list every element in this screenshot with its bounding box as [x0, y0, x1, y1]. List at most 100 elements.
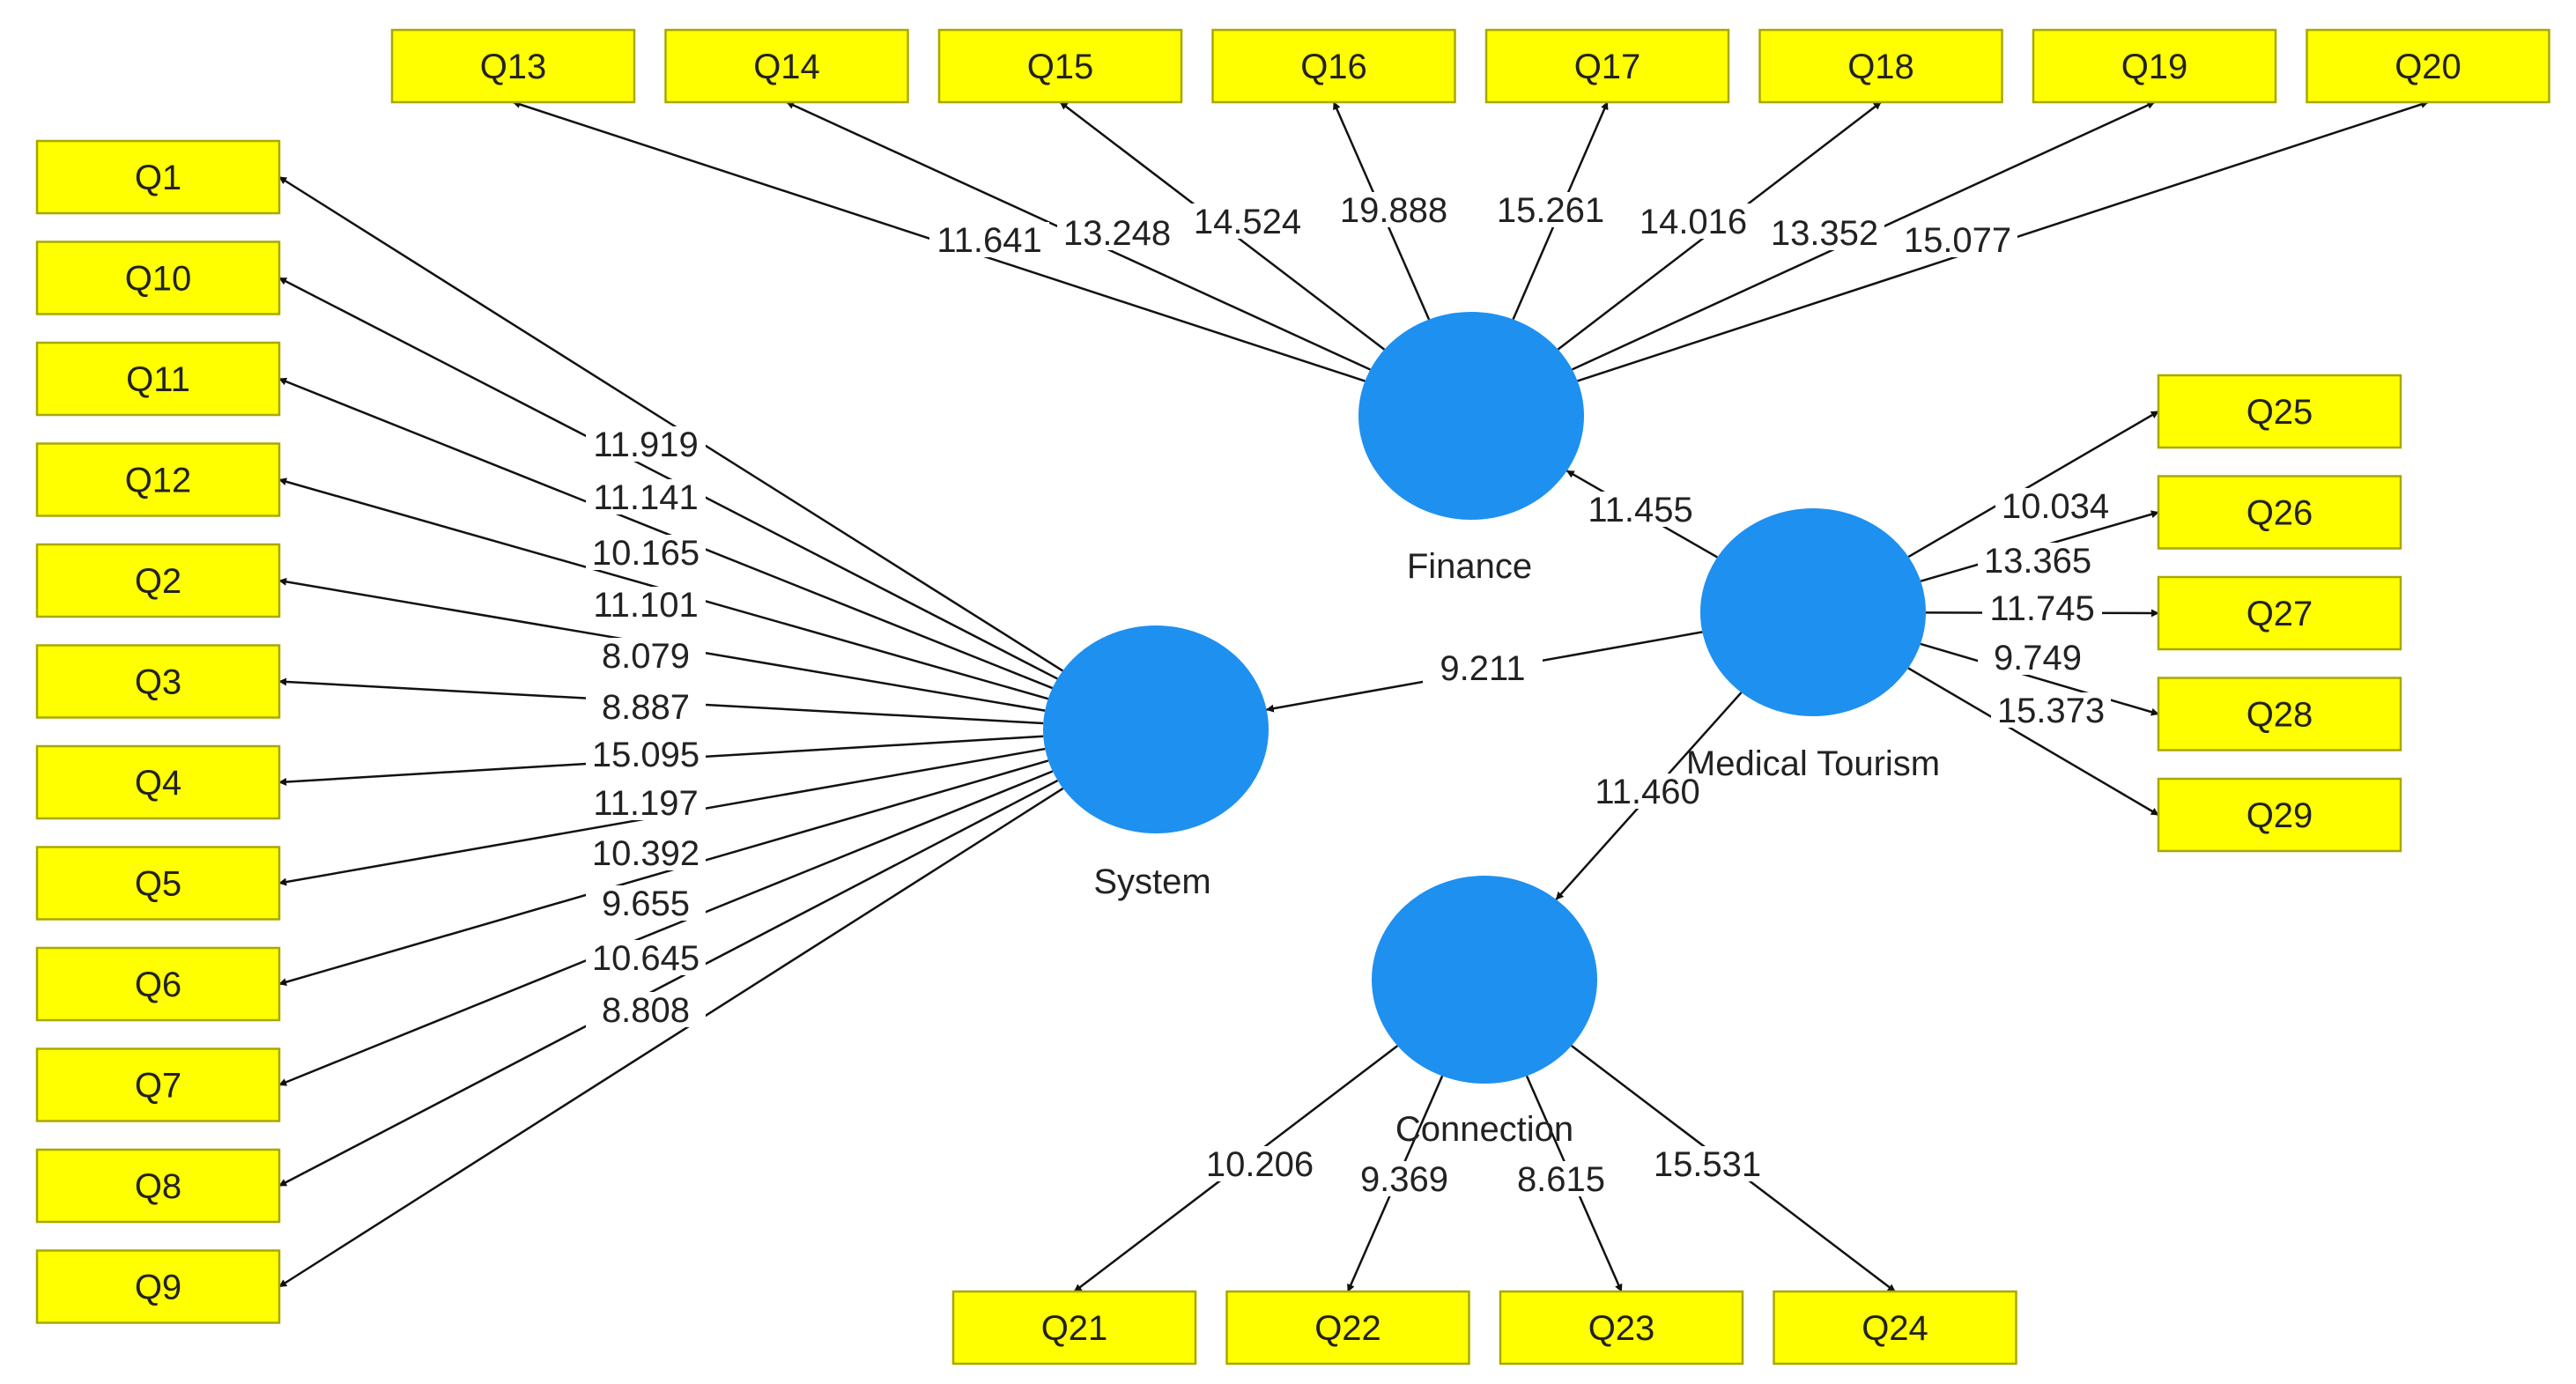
indicator-q29[interactable]: Q29 [2157, 777, 2402, 853]
indicator-box[interactable] [1225, 1290, 1470, 1365]
indicator-q8[interactable]: Q8 [35, 1148, 281, 1224]
indicator-box[interactable] [35, 543, 281, 618]
path-arrow-system-to-q8 [278, 779, 1059, 1188]
indicator-q5[interactable]: Q5 [35, 846, 281, 921]
indicator-q21[interactable]: Q21 [951, 1290, 1197, 1365]
indicator-q7[interactable]: Q7 [35, 1047, 281, 1122]
latent-finance[interactable]: Finance [1358, 312, 1584, 586]
indicator-label: Q10 [125, 260, 192, 299]
indicator-label: Q29 [2247, 796, 2313, 835]
indicator-box[interactable] [1484, 28, 1730, 104]
indicator-box[interactable] [390, 28, 636, 104]
indicator-q3[interactable]: Q3 [35, 644, 281, 719]
indicator-q25[interactable]: Q25 [2157, 374, 2402, 449]
indicator-q12[interactable]: Q12 [35, 442, 281, 517]
indicator-q11[interactable]: Q11 [35, 341, 281, 417]
indicator-box[interactable] [951, 1290, 1197, 1365]
weight-label-bg [1978, 640, 2098, 675]
path-weight-label: 10.645 [592, 939, 700, 978]
indicator-box[interactable] [35, 139, 281, 215]
weight-label-bg [586, 426, 706, 462]
indicator-q18[interactable]: Q18 [1758, 28, 2003, 104]
weight-label-bg [1200, 1146, 1320, 1181]
path-weight-label: 11.455 [1588, 491, 1692, 529]
weight-label-bg [1491, 192, 1610, 227]
path-weight-label: 19.888 [1340, 191, 1447, 230]
indicator-box[interactable] [35, 341, 281, 417]
indicator-box[interactable] [2157, 374, 2402, 449]
indicator-label: Q24 [1862, 1309, 1928, 1348]
indicator-q2[interactable]: Q2 [35, 543, 281, 618]
indicator-box[interactable] [2306, 28, 2550, 104]
indicator-label: Q19 [2121, 48, 2188, 86]
indicator-q10[interactable]: Q10 [35, 241, 281, 315]
indicator-box[interactable] [2157, 677, 2402, 751]
indicator-label: Q18 [1847, 48, 1914, 86]
indicator-box[interactable] [35, 1148, 281, 1224]
weight-label-bg [586, 885, 706, 921]
indicator-q28[interactable]: Q28 [2157, 677, 2402, 751]
indicator-q26[interactable]: Q26 [2157, 475, 2402, 550]
path-arrow-system-to-q7 [278, 770, 1054, 1086]
latent-label: System [1093, 862, 1210, 901]
indicator-q24[interactable]: Q24 [1773, 1290, 2017, 1365]
indicator-box[interactable] [35, 644, 281, 719]
latent-circle[interactable] [1700, 508, 1926, 716]
weight-label-bg [1057, 215, 1177, 250]
latent-medicaltourism[interactable]: Medical Tourism [1686, 508, 1940, 783]
indicator-box[interactable] [1773, 1290, 2017, 1365]
path-weight-label: 11.141 [593, 478, 698, 517]
path-weight-label: 9.369 [1360, 1160, 1448, 1199]
latent-label: Medical Tourism [1686, 744, 1940, 783]
indicator-label: Q20 [2395, 48, 2461, 86]
indicator-box[interactable] [1211, 28, 1456, 104]
indicator-box[interactable] [35, 1047, 281, 1122]
latent-circle[interactable] [1043, 625, 1269, 833]
indicator-box[interactable] [664, 28, 909, 104]
indicator-box[interactable] [35, 442, 281, 517]
indicator-q23[interactable]: Q23 [1499, 1290, 1744, 1365]
indicator-q15[interactable]: Q15 [937, 28, 1183, 104]
indicator-q16[interactable]: Q16 [1211, 28, 1456, 104]
indicator-q4[interactable]: Q4 [35, 744, 281, 820]
indicator-q1[interactable]: Q1 [35, 139, 281, 215]
indicator-box[interactable] [2157, 475, 2402, 550]
path-weight-label: 10.165 [592, 534, 700, 573]
indicator-q9[interactable]: Q9 [35, 1249, 281, 1324]
indicator-q13[interactable]: Q13 [390, 28, 636, 104]
indicator-box[interactable] [1499, 1290, 1744, 1365]
indicator-box[interactable] [35, 1249, 281, 1324]
path-weight-label: 8.887 [602, 688, 690, 727]
weight-label-bg [586, 479, 706, 514]
indicator-q14[interactable]: Q14 [664, 28, 909, 104]
indicator-q22[interactable]: Q22 [1225, 1290, 1470, 1365]
indicator-box[interactable] [35, 946, 281, 1022]
latent-system[interactable]: System [1043, 625, 1269, 901]
indicator-label: Q13 [480, 48, 547, 86]
path-arrow-medicaltourism-to-q28 [1920, 642, 2159, 716]
indicator-label: Q4 [135, 764, 181, 803]
path-arrow-medicaltourism-to-q25 [1907, 410, 2159, 559]
indicator-box[interactable] [35, 241, 281, 315]
indicator-box[interactable] [35, 744, 281, 820]
indicator-box[interactable] [2157, 575, 2402, 651]
latent-circle[interactable] [1372, 876, 1597, 1084]
path-weight-label: 15.095 [592, 736, 700, 774]
indicator-box[interactable] [937, 28, 1183, 104]
indicator-box[interactable] [1758, 28, 2003, 104]
indicator-q27[interactable]: Q27 [2157, 575, 2402, 651]
weight-label-bg [1588, 773, 1707, 809]
path-weight-label: 8.808 [602, 991, 690, 1030]
indicator-box[interactable] [35, 846, 281, 921]
indicator-q19[interactable]: Q19 [2032, 28, 2277, 104]
indicator-q17[interactable]: Q17 [1484, 28, 1730, 104]
latent-connection[interactable]: Connection [1372, 876, 1597, 1149]
indicator-box[interactable] [2032, 28, 2277, 104]
indicator-q6[interactable]: Q6 [35, 946, 281, 1022]
indicator-q20[interactable]: Q20 [2306, 28, 2550, 104]
latent-circle[interactable] [1358, 312, 1584, 520]
latent-label: Finance [1407, 547, 1532, 586]
indicator-box[interactable] [2157, 777, 2402, 853]
indicator-label: Q23 [1588, 1309, 1655, 1348]
